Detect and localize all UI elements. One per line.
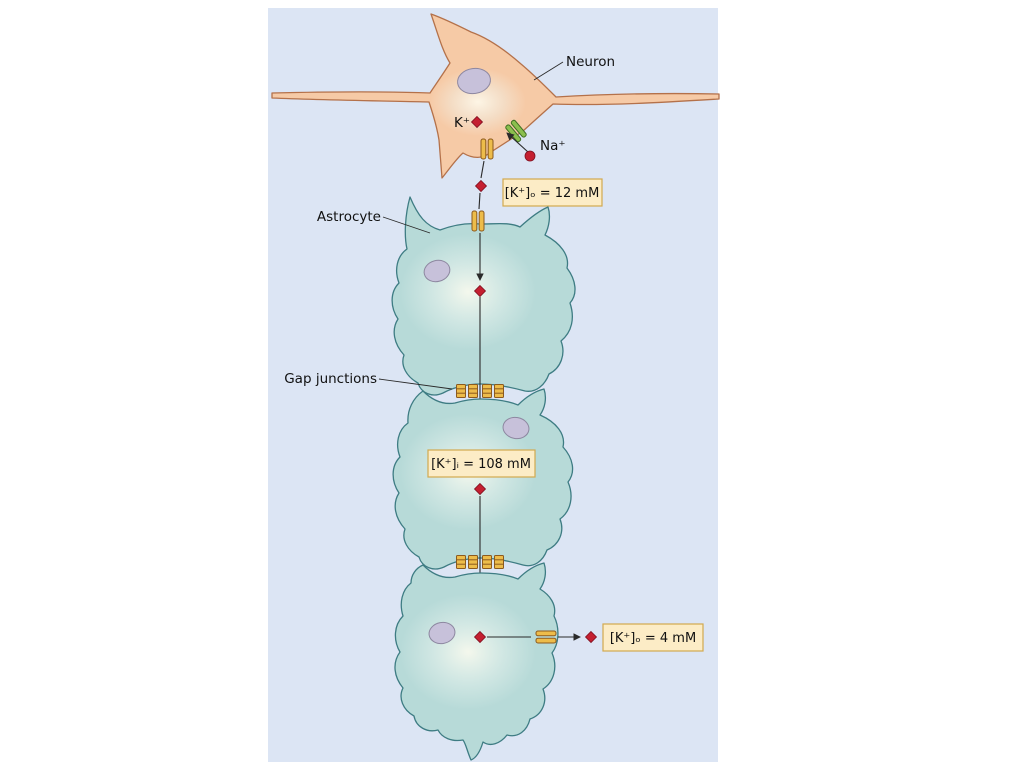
astrocyte-2 <box>392 388 574 570</box>
callout-box <box>602 623 704 652</box>
na-flow-arrow <box>506 132 529 153</box>
callout-box <box>427 449 536 478</box>
potassium-channel-astrocyte-right <box>535 630 557 644</box>
astrocyte-leader-line <box>382 216 431 234</box>
astrocyte-3 <box>394 562 559 761</box>
astrocyte-label: Astrocyte <box>317 209 381 225</box>
cell-glow <box>430 68 526 136</box>
gap-junctions-label: Gap junctions <box>284 371 377 387</box>
k-flow-neuron-out <box>480 160 485 179</box>
gap-junctions-leader-line <box>378 378 453 390</box>
neuron-label: Neuron <box>566 54 615 70</box>
callout-k-out-low: [K⁺]ₒ = 4 mM <box>602 623 704 652</box>
astrocyte-1 <box>391 196 576 396</box>
neuron-cell <box>271 13 720 179</box>
astrocyte-3-nucleus <box>428 621 456 645</box>
cell-glow <box>400 594 536 710</box>
na-ion-label: Na⁺ <box>540 138 566 154</box>
callout-k-out-high: [K⁺]ₒ = 12 mM <box>502 178 603 207</box>
astrocyte-2-nucleus <box>502 416 530 440</box>
callout-text: [K⁺]ₒ = 4 mM <box>610 631 696 646</box>
callout-text: [K⁺]ᵢ = 108 mM <box>431 457 531 472</box>
neuron-nucleus <box>457 67 491 95</box>
k-flow-to-astrocyte <box>478 192 481 210</box>
neuron-leader-line <box>533 61 564 81</box>
astrocyte-1-nucleus <box>423 259 451 283</box>
callout-text: [K⁺]ₒ = 12 mM <box>505 186 600 201</box>
callout-k-in: [K⁺]ᵢ = 108 mM <box>427 449 536 478</box>
k-ion-label: K⁺ <box>454 115 470 131</box>
callout-box <box>502 178 603 207</box>
cell-glow <box>400 234 536 350</box>
na-ion-dot <box>524 150 536 162</box>
